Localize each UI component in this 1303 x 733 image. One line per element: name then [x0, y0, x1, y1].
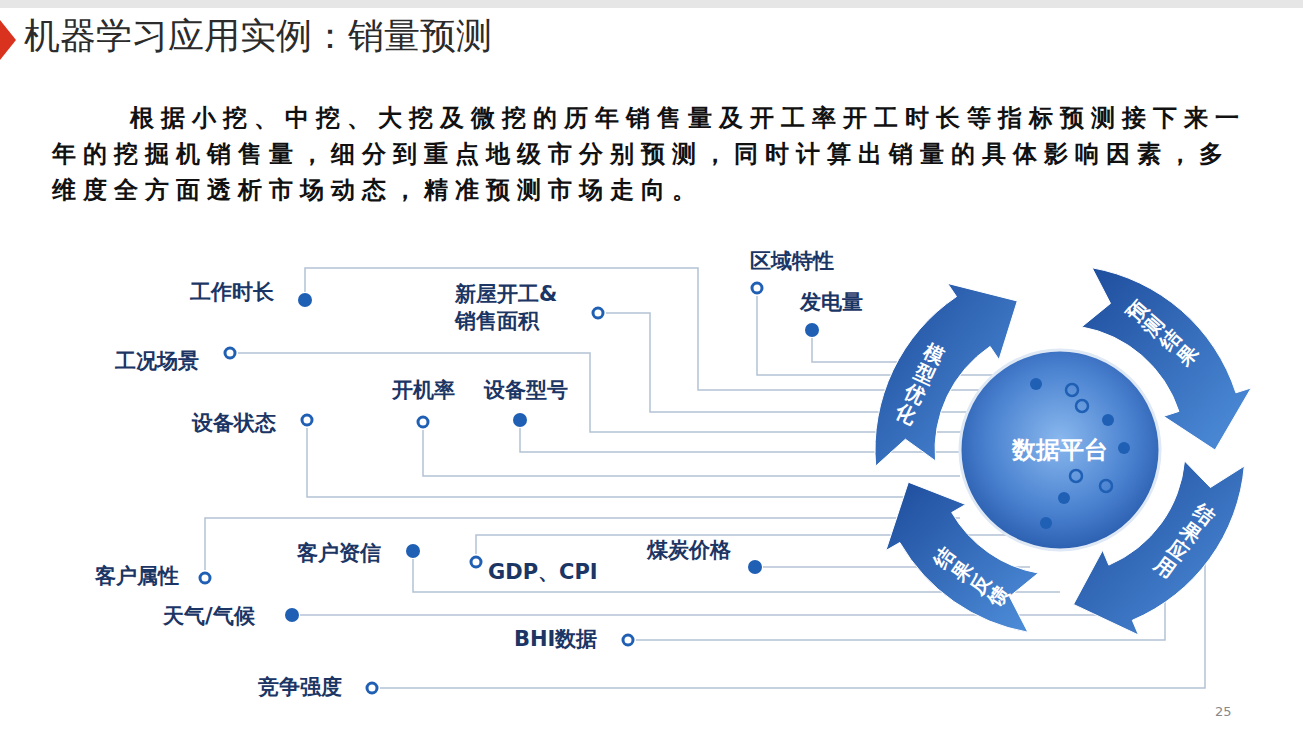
- arrow-label: 结果反馈: [929, 544, 1013, 611]
- top-bar: [0, 0, 1303, 8]
- factor-dot: [623, 635, 633, 645]
- deco-dot: [1070, 470, 1082, 482]
- arrow-label: 结果应用: [1151, 500, 1219, 583]
- factor-label: 竞争强度: [258, 674, 342, 701]
- corner-mark: [0, 20, 16, 60]
- factor-dot: [593, 308, 603, 318]
- deco-dot: [1066, 384, 1078, 396]
- leader-line: [812, 338, 930, 362]
- deco-dot: [1058, 492, 1070, 504]
- factor-label: 设备型号: [484, 377, 568, 404]
- platform-label: 数据平台: [958, 348, 1162, 552]
- deco-dot: [1118, 442, 1130, 454]
- factor-dot: [200, 573, 210, 583]
- deco-dot: [1030, 378, 1042, 390]
- factor-dot: [225, 348, 235, 358]
- slide-title: 机器学习应用实例：销量预测: [24, 12, 492, 61]
- factor-label: 区域特性: [750, 248, 834, 275]
- leader-line: [307, 428, 940, 497]
- factor-dot: [805, 323, 819, 337]
- leader-line: [476, 535, 1020, 554]
- factor-dot: [513, 413, 527, 427]
- leader-line: [380, 540, 1205, 688]
- arrow-fill: [1074, 461, 1245, 635]
- factor-label: 新屋开工& 销售面积: [455, 281, 573, 335]
- factor-label: 天气/气候: [163, 603, 255, 630]
- factor-label: 客户属性: [95, 563, 179, 590]
- factor-label: 开机率: [392, 377, 455, 404]
- leader-line: [413, 559, 1060, 592]
- factor-label: 发电量: [800, 289, 863, 316]
- page-number: 25: [1215, 704, 1232, 719]
- factor-dot: [298, 293, 312, 307]
- arrow-fill: [875, 283, 1017, 466]
- deco-dot: [1102, 414, 1114, 426]
- leader-line: [305, 268, 1000, 390]
- factor-dot: [367, 683, 377, 693]
- factor-dot: [418, 417, 428, 427]
- body-text: 根据小挖、中挖、大挖及微挖的历年销售量及开工率开工时长等指标预测接下来一 年的挖…: [52, 100, 1252, 208]
- factor-dot: [471, 557, 481, 567]
- factor-label: 工作时长: [190, 279, 274, 306]
- arrow-fill: [1082, 268, 1252, 450]
- leader-line: [520, 428, 960, 452]
- factor-dot: [285, 608, 299, 622]
- platform-circle: 数据平台: [958, 348, 1162, 552]
- factor-dot: [752, 283, 762, 293]
- deco-dot: [1076, 400, 1088, 412]
- leader-line: [757, 296, 1000, 375]
- deco-dot: [1100, 480, 1112, 492]
- leader-line: [763, 566, 1030, 568]
- factor-dot: [302, 415, 312, 425]
- factor-label: 设备状态: [192, 410, 276, 437]
- leader-line: [238, 353, 990, 432]
- leader-line: [606, 313, 990, 412]
- factor-dot: [748, 560, 762, 574]
- leader-line: [636, 560, 1165, 640]
- leader-line: [423, 430, 960, 476]
- factor-label: BHI数据: [514, 626, 597, 653]
- arrow-label: 模型优化: [892, 340, 947, 428]
- factor-label: 工况场景: [115, 348, 199, 375]
- leader-line: [300, 614, 1100, 616]
- deco-dot: [1040, 517, 1052, 529]
- factor-label: 客户资信: [297, 540, 381, 567]
- leader-lines: [200, 268, 1205, 693]
- factor-dot: [406, 544, 420, 558]
- factor-label: 煤炭价格: [647, 537, 731, 564]
- arrow-label: 预测结果: [1122, 297, 1202, 370]
- arrow-fill: [886, 482, 1038, 632]
- factor-label: GDP、CPI: [488, 559, 598, 586]
